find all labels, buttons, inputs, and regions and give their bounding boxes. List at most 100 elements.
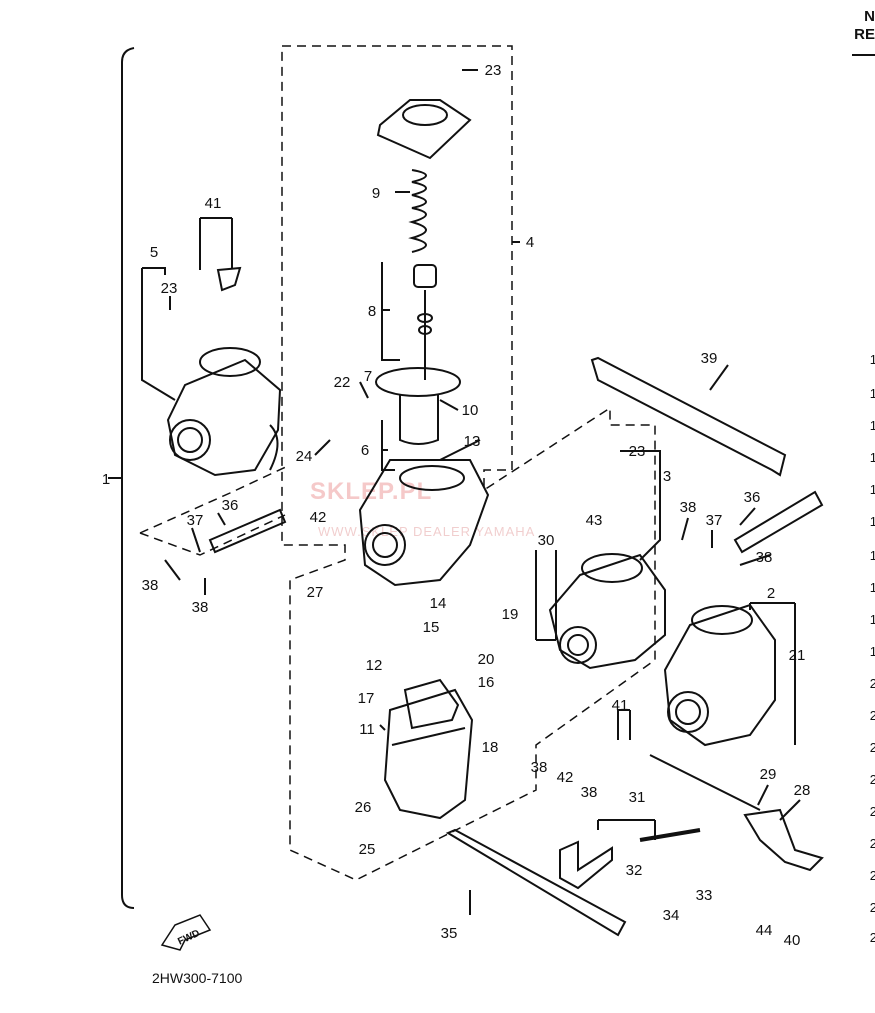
part-label-22: 22 (334, 374, 351, 391)
side-reference-18: 2 (869, 900, 875, 915)
side-reference-19: 2 (869, 930, 875, 945)
part-label-28: 28 (794, 782, 811, 799)
part-label-12: 12 (366, 657, 383, 674)
header-corner-line-2: RE (854, 26, 875, 43)
part-label-43: 43 (586, 512, 603, 529)
part-label-1: 1 (102, 471, 110, 488)
carb-cap (376, 99, 472, 160)
spring (408, 169, 427, 253)
part-label-2: 2 (767, 585, 775, 602)
part-label-23-left: 23 (161, 280, 178, 297)
side-reference-15: 2 (869, 804, 875, 819)
part-label-40: 40 (784, 932, 801, 949)
part-label-27: 27 (307, 584, 324, 601)
part-label-35: 35 (441, 925, 458, 942)
side-reference-2: 1 (869, 386, 875, 401)
part-label-36: 36 (744, 489, 761, 506)
side-reference-9: 1 (869, 612, 875, 627)
side-reference-1: 1 (869, 352, 875, 367)
part-label-33: 33 (696, 887, 713, 904)
part-label-6: 6 (361, 442, 369, 459)
part-label-42: 42 (310, 509, 327, 526)
float (403, 678, 460, 730)
side-reference-10: 1 (869, 644, 875, 659)
part-label-34: 34 (663, 907, 680, 924)
needle-holder (413, 264, 437, 288)
part-label-13: 13 (464, 433, 481, 450)
part-label-7: 7 (364, 368, 372, 385)
fwd-arrow-label: FWD (176, 928, 201, 948)
side-reference-12: 2 (869, 708, 875, 723)
part-label-9: 9 (372, 185, 380, 202)
part-label-31: 31 (629, 789, 646, 806)
page-header-corner: N RE (851, 8, 875, 44)
part-label-29: 29 (760, 766, 777, 783)
watermark-subtitle: WWW.SKLEP DEALER YAMAHA (318, 524, 536, 539)
side-reference-13: 2 (869, 740, 875, 755)
part-label-26: 26 (355, 799, 372, 816)
side-reference-4: 1 (869, 450, 875, 465)
part-label-11: 11 (359, 721, 375, 738)
part-label-8: 8 (368, 303, 376, 320)
side-reference-16: 2 (869, 836, 875, 851)
lower-stay-bracket (445, 828, 627, 937)
part-label-30: 30 (538, 532, 555, 549)
center-carb-body (358, 459, 490, 587)
part-label-39: 39 (701, 350, 718, 367)
part-label-15: 15 (423, 619, 440, 636)
main-bracket (121, 47, 135, 909)
part-label-19: 19 (502, 606, 519, 623)
throttle-rod (649, 754, 761, 811)
fwd-arrow (160, 914, 212, 951)
part-label-24: 24 (296, 448, 313, 465)
part-label-44: 44 (756, 922, 773, 939)
right-carb-2-body (663, 603, 776, 747)
side-reference-11: 2 (869, 676, 875, 691)
float-bowl (383, 688, 474, 820)
part-label-14: 14 (430, 595, 447, 612)
part-label-38-lower-b: 38 (581, 784, 598, 801)
part-label-18: 18 (482, 739, 499, 756)
part-label-4: 4 (526, 234, 534, 251)
right-carb-3-body (548, 553, 666, 670)
diaphragm (375, 367, 461, 397)
left-carb-body (166, 358, 282, 477)
part-label-41: 41 (205, 195, 222, 212)
side-reference-7: 1 (869, 548, 875, 563)
part-label-17: 17 (358, 690, 375, 707)
part-label-42-lower: 42 (557, 769, 574, 786)
assembly-dashed-box (281, 45, 656, 881)
left-hose (208, 508, 287, 554)
upper-stay-bracket (590, 356, 787, 477)
part-label-3: 3 (663, 468, 671, 485)
part-label-25: 25 (359, 841, 376, 858)
part-label-38: 38 (680, 499, 697, 516)
part-label-38-right: 38 (756, 549, 773, 566)
right-hose (733, 490, 824, 554)
part-label-36-left: 36 (222, 497, 239, 514)
side-reference-3: 1 (869, 418, 875, 433)
cable-bracket (559, 840, 613, 890)
part-label-38-left-b: 38 (192, 599, 209, 616)
part-label-20: 20 (478, 651, 495, 668)
left-dashed-connector (139, 464, 291, 534)
side-reference-6: 1 (869, 514, 875, 529)
part-label-10: 10 (462, 402, 479, 419)
throttle-lever (743, 808, 824, 872)
part-label-38-left-a: 38 (142, 577, 159, 594)
part-label-37: 37 (706, 512, 723, 529)
header-corner-line-1: N (864, 8, 875, 25)
part-label-32: 32 (626, 862, 643, 879)
part-label-41-lower: 41 (612, 697, 629, 714)
part-label-23: 23 (485, 62, 502, 79)
part-label-23-right: 23 (629, 443, 646, 460)
part-label-5: 5 (150, 244, 158, 261)
side-reference-5: 1 (869, 482, 875, 497)
part-label-21: 21 (789, 647, 806, 664)
side-reference-17: 2 (869, 868, 875, 883)
part-label-16: 16 (478, 674, 495, 691)
side-reference-14: 2 (869, 772, 875, 787)
side-reference-8: 1 (869, 580, 875, 595)
part-label-38-lower-a: 38 (531, 759, 548, 776)
